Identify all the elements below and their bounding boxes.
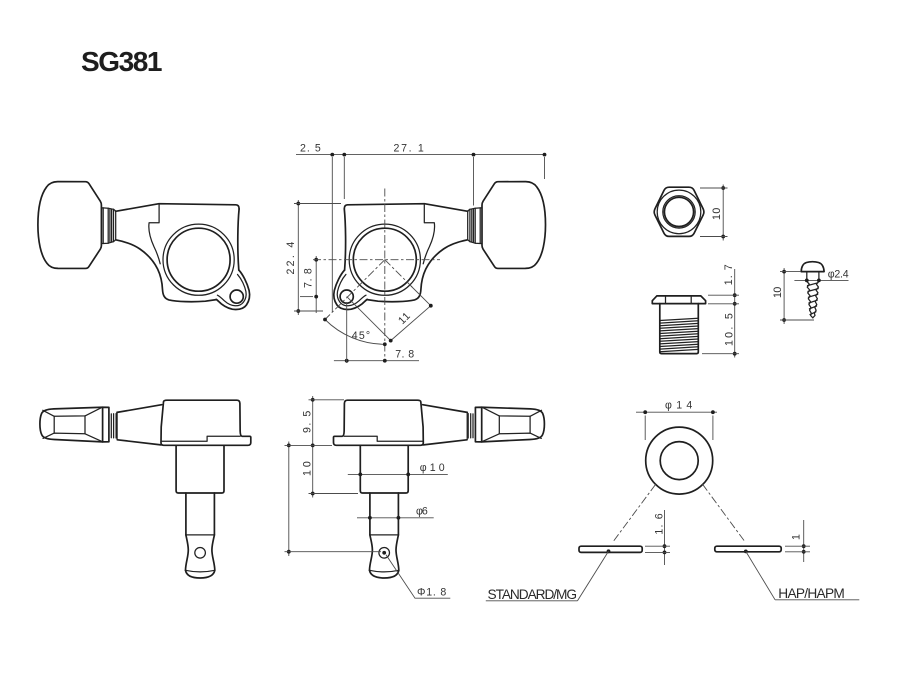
svg-text:SG381: SG381 — [81, 46, 163, 77]
svg-text:φ14: φ14 — [665, 400, 693, 412]
svg-text:φ2.4: φ2.4 — [828, 269, 850, 281]
svg-text:10: 10 — [772, 286, 784, 298]
svg-text:HAP/HAPM: HAP/HAPM — [778, 586, 845, 601]
svg-text:1: 1 — [791, 533, 803, 540]
svg-text:Φ1. 8: Φ1. 8 — [417, 587, 447, 599]
svg-text:7. 8: 7. 8 — [395, 349, 415, 361]
svg-text:9. 5: 9. 5 — [302, 410, 314, 433]
svg-text:45°: 45° — [352, 330, 371, 342]
svg-text:1. 6: 1. 6 — [654, 513, 666, 535]
svg-text:27. 1: 27. 1 — [394, 143, 425, 155]
svg-text:22. 4: 22. 4 — [285, 241, 297, 275]
svg-text:10. 5: 10. 5 — [723, 313, 735, 347]
svg-text:φ10: φ10 — [420, 462, 446, 474]
svg-text:1. 7: 1. 7 — [723, 264, 735, 286]
svg-text:2. 5: 2. 5 — [300, 143, 322, 155]
svg-text:10: 10 — [711, 207, 723, 220]
svg-text:STANDARD/MG: STANDARD/MG — [488, 587, 578, 602]
svg-text:φ6: φ6 — [416, 506, 429, 518]
svg-text:7. 8: 7. 8 — [302, 268, 314, 289]
